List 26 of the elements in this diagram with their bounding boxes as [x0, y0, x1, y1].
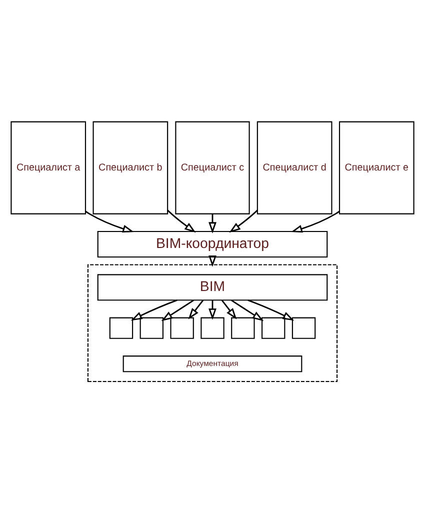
arrow: [167, 209, 196, 232]
node-box: Специалист e: [338, 120, 414, 214]
node-box: [262, 316, 286, 338]
node-box: [140, 316, 164, 338]
node-box: [170, 316, 194, 338]
arrow: [229, 209, 258, 232]
arrow: [208, 255, 216, 266]
cluster: [87, 264, 338, 382]
node-box: [200, 316, 224, 338]
arrow: [248, 299, 294, 320]
arrow: [85, 210, 134, 232]
node-box: Документация: [122, 355, 302, 372]
node-box: BIM: [97, 274, 328, 300]
node-box: [292, 316, 316, 338]
node-box: Специалист c: [175, 120, 250, 214]
node-box: Специалист a: [10, 120, 86, 214]
node-box: Специалист d: [256, 120, 332, 214]
arrow: [221, 299, 237, 319]
arrow: [130, 299, 178, 320]
arrow: [188, 299, 204, 319]
node-box: Специалист b: [92, 120, 168, 214]
arrow: [161, 299, 194, 321]
node-box: [231, 316, 255, 338]
arrow: [291, 210, 340, 232]
node-box: [109, 316, 134, 338]
arrow: [231, 299, 264, 321]
